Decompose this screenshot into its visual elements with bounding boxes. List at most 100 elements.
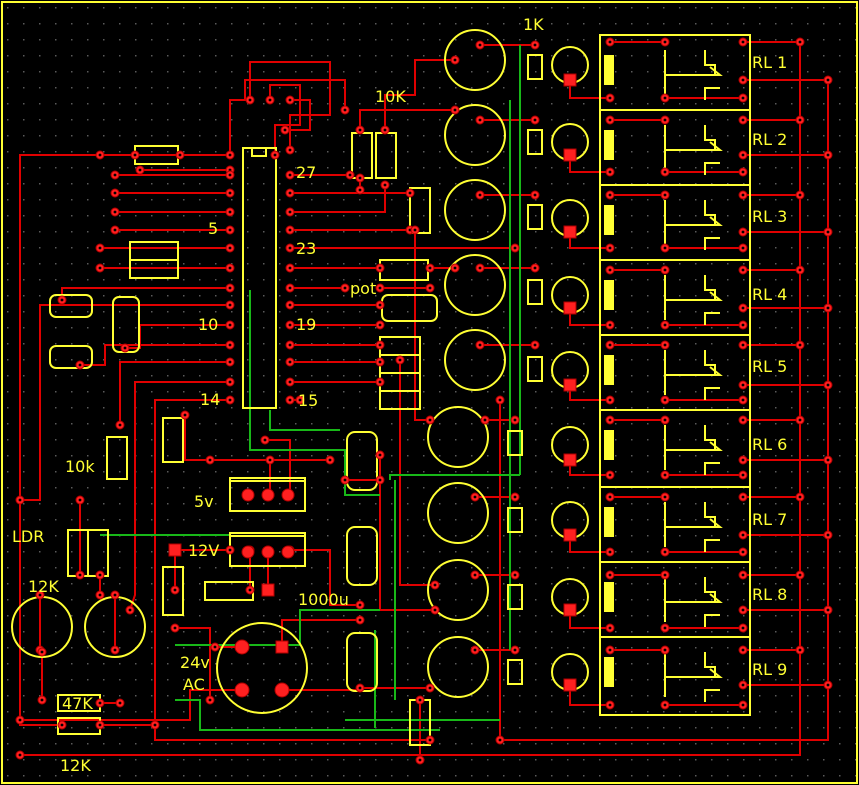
pad-hole — [358, 686, 362, 690]
pad-hole — [741, 230, 745, 234]
label-pin-27: 27 — [296, 163, 316, 182]
pad-hole — [118, 423, 122, 427]
pad-hole — [513, 495, 517, 499]
pad-hole — [428, 738, 432, 742]
relay-label: RL 6 — [752, 435, 787, 454]
regulator-pad — [241, 545, 255, 559]
capacitor-1000u — [346, 526, 378, 586]
square-pad — [563, 378, 577, 392]
pad-hole — [128, 608, 132, 612]
resistor — [106, 436, 128, 480]
pad-hole — [228, 303, 232, 307]
pad-hole — [608, 648, 612, 652]
pad-hole — [378, 453, 382, 457]
pad-hole — [273, 153, 277, 157]
regulator-pad — [261, 488, 275, 502]
label-ac: AC — [183, 675, 205, 694]
square-pad — [563, 453, 577, 467]
pad-hole — [741, 383, 745, 387]
pad-hole — [663, 550, 667, 554]
square-pad — [563, 73, 577, 87]
pad-hole — [741, 608, 745, 612]
square-pad — [261, 583, 275, 597]
pad-hole — [798, 118, 802, 122]
pad-hole — [741, 170, 745, 174]
pad-hole — [228, 266, 232, 270]
pad-hole — [208, 458, 212, 462]
pad-hole — [533, 343, 537, 347]
pad-hole — [663, 573, 667, 577]
pad-hole — [113, 191, 117, 195]
pad-hole — [741, 96, 745, 100]
capacitor — [346, 431, 378, 491]
pad-hole — [378, 286, 382, 290]
pad-hole — [18, 718, 22, 722]
pad-hole — [453, 58, 457, 62]
pad-hole — [826, 383, 830, 387]
pad-hole — [513, 418, 517, 422]
pad-hole — [826, 230, 830, 234]
pad-hole — [98, 701, 102, 705]
pad-hole — [228, 360, 232, 364]
ac-pad — [274, 682, 290, 698]
ic-outline — [242, 147, 277, 409]
pad-hole — [663, 648, 667, 652]
pad-hole — [228, 246, 232, 250]
pad-hole — [113, 210, 117, 214]
pad-hole — [428, 418, 432, 422]
pad-hole — [268, 458, 272, 462]
pad-hole — [513, 246, 517, 250]
pad-hole — [98, 573, 102, 577]
pad-hole — [60, 298, 64, 302]
pad-hole — [663, 626, 667, 630]
relay-label: RL 3 — [752, 207, 787, 226]
pad-hole — [283, 128, 287, 132]
pad-hole — [18, 498, 22, 502]
pad-hole — [113, 228, 117, 232]
pad-hole — [78, 363, 82, 367]
pad-hole — [428, 266, 432, 270]
pad-hole — [741, 458, 745, 462]
square-pad — [563, 301, 577, 315]
pad-hole — [663, 343, 667, 347]
pad-hole — [288, 246, 292, 250]
pad-hole — [663, 418, 667, 422]
pad-hole — [248, 98, 252, 102]
pad-hole — [608, 343, 612, 347]
pad-hole — [213, 645, 217, 649]
pad-hole — [741, 703, 745, 707]
resistor — [409, 187, 431, 234]
pad-hole — [741, 626, 745, 630]
pad-hole — [343, 286, 347, 290]
pad-hole — [741, 398, 745, 402]
transistor — [427, 559, 489, 621]
pad-hole — [608, 398, 612, 402]
pad-hole — [288, 380, 292, 384]
pad-hole — [533, 118, 537, 122]
pad-hole — [153, 723, 157, 727]
pad-hole — [288, 266, 292, 270]
ac-pad — [234, 682, 250, 698]
transistor — [444, 104, 506, 166]
pad-hole — [663, 170, 667, 174]
pad-hole — [298, 398, 302, 402]
pad-hole — [483, 418, 487, 422]
pad-hole — [173, 588, 177, 592]
pad-hole — [18, 753, 22, 757]
pad-hole — [358, 188, 362, 192]
label-pin-19: 19 — [296, 315, 316, 334]
pad-hole — [228, 548, 232, 552]
pad-hole — [433, 583, 437, 587]
label-10k-left: 10k — [65, 457, 95, 476]
pad-hole — [663, 323, 667, 327]
pad-hole — [608, 703, 612, 707]
pad-hole — [288, 228, 292, 232]
pad-hole — [741, 118, 745, 122]
pad-hole — [608, 96, 612, 100]
transistor — [444, 254, 506, 316]
relay-label: RL 5 — [752, 357, 787, 376]
label-pin-5: 5 — [208, 219, 218, 238]
pad-hole — [741, 193, 745, 197]
pad-hole — [288, 286, 292, 290]
pad-hole — [418, 698, 422, 702]
